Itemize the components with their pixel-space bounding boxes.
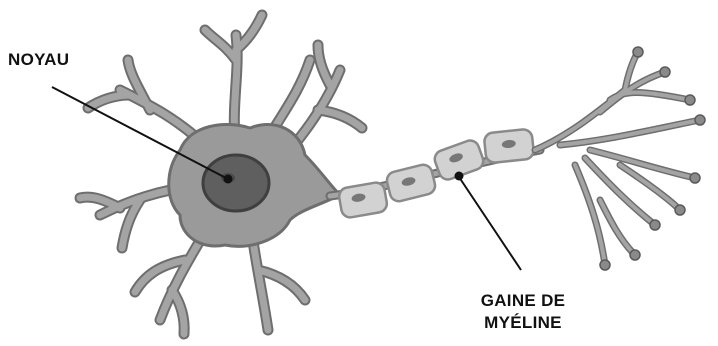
- label-nucleus: NOYAU: [8, 49, 69, 71]
- axon-terminals: [535, 52, 700, 265]
- leader-dot-myelin: [455, 172, 464, 181]
- leader-dot-nucleus: [224, 175, 233, 184]
- label-myelin-line1: GAINE DE: [458, 290, 588, 312]
- label-myelin-line2: MYÉLINE: [458, 312, 588, 334]
- nucleus: [203, 155, 269, 211]
- label-myelin-sheath: GAINE DE MYÉLINE: [458, 290, 588, 334]
- leader-line-myelin: [459, 177, 521, 270]
